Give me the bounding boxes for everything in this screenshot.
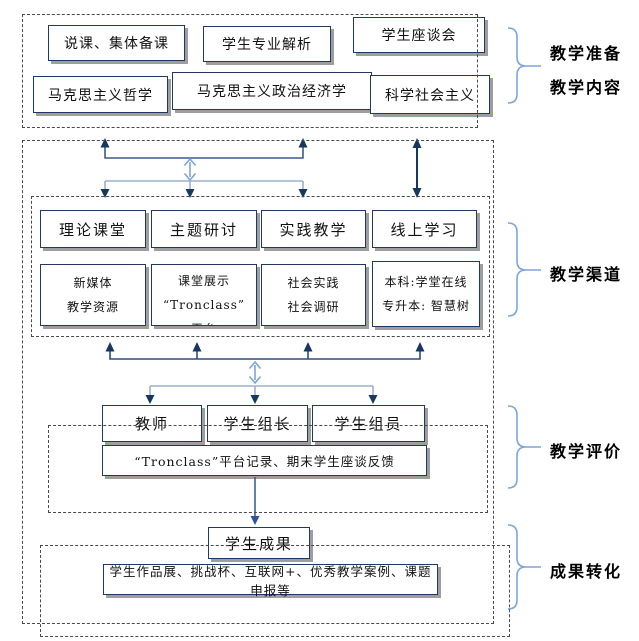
box-achievement-examples: 学生作品展、挑战杯、互联网+、优秀教学案例、课题申报等 bbox=[103, 564, 438, 598]
box-label: 学生座谈会 bbox=[381, 28, 457, 44]
channels-to-eval-down-connector bbox=[145, 385, 378, 404]
box-scientific-socialism: 科学社会主义 bbox=[370, 75, 490, 114]
box-label: 马克思主义哲学 bbox=[48, 87, 153, 104]
arrow-down-icon bbox=[250, 516, 260, 525]
double-arrow-dark-icon bbox=[412, 138, 422, 198]
box-label: “Tronclass”平台记录、期末学生座谈反馈 bbox=[134, 454, 395, 469]
prep-to-channels-down-connector bbox=[100, 180, 308, 198]
side-label-outcome-transformation: 成果转化 bbox=[550, 562, 623, 581]
brace-evaluation bbox=[507, 405, 541, 489]
box-label: 学生专业解析 bbox=[222, 37, 312, 53]
detail-line: 新媒体 bbox=[73, 276, 113, 290]
box-marxist-political-economy: 马克思主义政治经济学 bbox=[172, 72, 372, 110]
arrow-down-icon bbox=[145, 395, 155, 404]
channels-to-eval-up-connector bbox=[105, 342, 425, 360]
box-label: 学生成果 bbox=[224, 534, 293, 553]
box-social-practice-survey: 社会实践 社会调研 bbox=[261, 264, 366, 326]
detail-line: 社会实践 bbox=[287, 276, 340, 290]
box-label: 教师 bbox=[134, 415, 169, 433]
box-theory-class: 理论课堂 bbox=[40, 210, 146, 248]
arrow-up-icon bbox=[298, 138, 308, 148]
box-student-achievements: 学生成果 bbox=[208, 527, 310, 559]
box-student-forum: 学生座谈会 bbox=[353, 17, 485, 53]
box-topic-seminar: 主题研讨 bbox=[151, 210, 257, 248]
detail-line: 教学资源 bbox=[66, 300, 119, 314]
box-new-media-resources: 新媒体 教学资源 bbox=[40, 264, 146, 326]
arrow-up-icon bbox=[192, 342, 202, 352]
box-student-group-member: 学生组员 bbox=[312, 405, 425, 442]
arrow-up-icon bbox=[100, 138, 110, 148]
box-online-learning: 线上学习 bbox=[372, 210, 477, 248]
arrow-down-icon bbox=[368, 395, 378, 404]
detail-line: 本科:学堂在线 bbox=[384, 275, 468, 289]
box-label: 线上学习 bbox=[390, 220, 459, 239]
side-label-teaching-content: 教学内容 bbox=[550, 78, 623, 97]
side-label-teaching-evaluation: 教学评价 bbox=[550, 442, 623, 461]
side-label-teaching-preparation: 教学准备 bbox=[550, 44, 623, 63]
detail-line: 社会调研 bbox=[287, 300, 340, 314]
arrow-down-icon bbox=[100, 189, 110, 198]
double-arrow-light-icon bbox=[248, 360, 262, 385]
arrow-down-icon bbox=[185, 189, 195, 198]
box-student-group-leader: 学生组长 bbox=[207, 405, 308, 442]
box-label: 马克思主义政治经济学 bbox=[197, 84, 347, 100]
box-label: 理论课堂 bbox=[58, 220, 127, 239]
box-teacher: 教师 bbox=[102, 405, 202, 442]
arrow-up-icon bbox=[105, 342, 115, 352]
box-label: 科学社会主义 bbox=[385, 87, 475, 104]
eval-to-transformation-arrow bbox=[250, 477, 260, 525]
detail-line: “Tronclass” bbox=[163, 298, 245, 312]
prep-to-channels-up-connector bbox=[100, 138, 308, 159]
box-label: 学生组长 bbox=[223, 415, 292, 433]
box-practice-teaching: 实践教学 bbox=[261, 210, 366, 248]
brace-transformation bbox=[507, 524, 541, 610]
box-class-display-tronclass: 课堂展示 “Tronclass” 平台 bbox=[151, 264, 257, 326]
box-label: 实践教学 bbox=[279, 220, 348, 239]
arrow-up-icon bbox=[303, 342, 313, 352]
box-label: 主题研讨 bbox=[169, 220, 238, 239]
box-label: 学生组员 bbox=[334, 415, 403, 433]
detail-line: 专升本: 智慧树 bbox=[382, 299, 470, 313]
arrow-down-icon bbox=[250, 395, 260, 404]
box-online-platforms: 本科:学堂在线 专升本: 智慧树 bbox=[372, 261, 480, 327]
box-label: 说课、集体备课 bbox=[64, 36, 169, 52]
brace-channels bbox=[507, 222, 541, 317]
detail-line: 课堂展示 bbox=[177, 274, 230, 288]
box-student-major-analysis: 学生专业解析 bbox=[203, 26, 331, 62]
detail-line-clipped: 平台 bbox=[191, 317, 217, 325]
box-tronclass-record: “Tronclass”平台记录、期末学生座谈反馈 bbox=[102, 445, 427, 476]
box-collective-lesson-prep: 说课、集体备课 bbox=[48, 25, 185, 61]
arrow-up-icon bbox=[415, 342, 425, 352]
box-label: 学生作品展、挑战杯、互联网+、优秀教学案例、课题申报等 bbox=[109, 563, 432, 598]
box-marxist-philosophy: 马克思主义哲学 bbox=[33, 76, 168, 113]
arrow-down-icon bbox=[298, 189, 308, 198]
side-label-teaching-channels: 教学渠道 bbox=[550, 265, 623, 284]
double-arrow-light-icon bbox=[183, 157, 197, 182]
brace-preparation bbox=[507, 27, 541, 104]
